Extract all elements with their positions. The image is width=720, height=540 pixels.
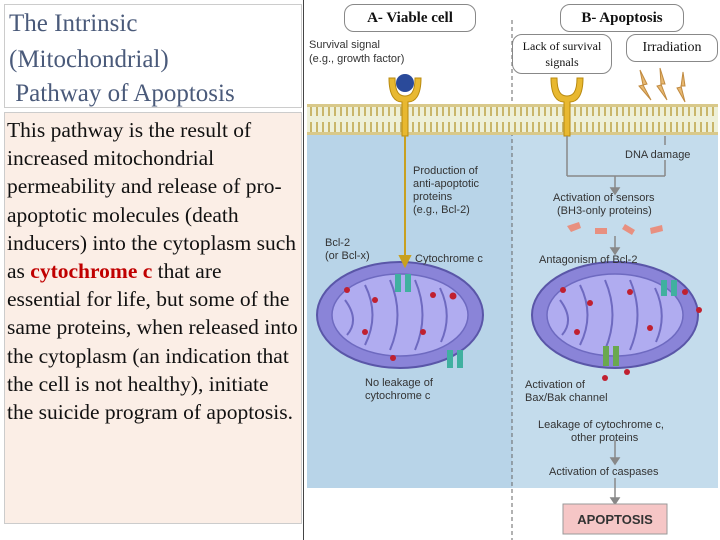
leakage-label-2: other proteins: [571, 432, 639, 444]
title-box: The Intrinsic (Mitochondrial) Pathway of…: [4, 4, 302, 108]
bcl2-channel-b: [661, 280, 677, 296]
panel-b-title-bubble: B- Apoptosis: [560, 4, 684, 32]
description-text: This pathway is the result of increased …: [7, 116, 299, 426]
production-label-2: anti-apoptotic: [413, 178, 480, 190]
panel-a-title: A- Viable cell: [367, 10, 453, 26]
leakage-label-1: Leakage of cytochrome c,: [538, 419, 664, 431]
survival-signal-label-2: (e.g., growth factor): [309, 53, 404, 65]
lack-of-signals-text: Lack of survival signals: [522, 39, 602, 69]
dna-damage-label: DNA damage: [625, 149, 690, 161]
receptor-b: [550, 77, 584, 137]
bax-channel-b: [603, 346, 619, 366]
bh3-sensor-proteins: [567, 222, 663, 235]
description-part-1: This pathway is the result of increased …: [7, 118, 296, 284]
apoptosis-diagram: Survival signal (e.g., growth factor) Pr…: [307, 20, 718, 540]
description-part-2: that are essential for life, but some of…: [7, 259, 298, 425]
bcl2-label-2: (or Bcl-x): [325, 250, 370, 262]
panel-a-title-bubble: A- Viable cell: [344, 4, 476, 32]
divider-line: [303, 0, 304, 540]
lack-of-signals-bubble: Lack of survival signals: [512, 34, 612, 74]
title-line-3: Pathway of Apoptosis: [9, 80, 235, 107]
description-box: This pathway is the result of increased …: [4, 112, 302, 524]
cell-membrane: [307, 104, 718, 135]
irradiation-bubble: Irradiation: [626, 34, 718, 62]
bcl2-channel-a2: [447, 350, 463, 368]
activation-caspases-label: Activation of caspases: [549, 466, 659, 478]
activation-bax-label-1: Activation of: [525, 379, 586, 391]
irradiation-bolts: [638, 67, 686, 103]
survival-signal-label-1: Survival signal: [309, 39, 380, 51]
apoptosis-label: APOPTOSIS: [577, 512, 653, 527]
antagonism-label: Antagonism of Bcl-2: [539, 254, 637, 266]
bcl2-label-1: Bcl-2: [325, 237, 350, 249]
activation-bax-label-2: Bax/Bak channel: [525, 392, 608, 404]
no-leakage-label-2: cytochrome c: [365, 390, 431, 402]
activation-sensors-label-1: Activation of sensors: [553, 192, 655, 204]
growth-factor-ligand: [396, 74, 414, 92]
bcl2-channel-a: [395, 274, 411, 292]
cytochrome-c-dots: [344, 287, 702, 381]
receptor-a: [388, 77, 422, 137]
irradiation-text: Irradiation: [642, 40, 702, 55]
cytochrome-c-label: Cytochrome c: [415, 253, 483, 265]
membrane-lipids: [310, 106, 714, 132]
arrow-b-flow: [566, 136, 666, 506]
membrane-heads: [307, 104, 718, 135]
no-leakage-label-1: No leakage of: [365, 377, 434, 389]
title-line-1: The Intrinsic: [9, 10, 138, 37]
panel-b-title: B- Apoptosis: [581, 10, 663, 26]
production-label-3: proteins: [413, 191, 453, 203]
activation-sensors-label-2: (BH3-only proteins): [557, 205, 652, 217]
apoptosis-box: [562, 503, 668, 535]
cytochrome-c-highlight: cytochrome c: [30, 259, 153, 284]
arrow-a-survival: [398, 136, 412, 269]
title-line-2: (Mitochondrial): [9, 46, 169, 73]
production-label-4: (e.g., Bcl-2): [413, 204, 470, 216]
production-label-1: Production of: [413, 165, 479, 177]
